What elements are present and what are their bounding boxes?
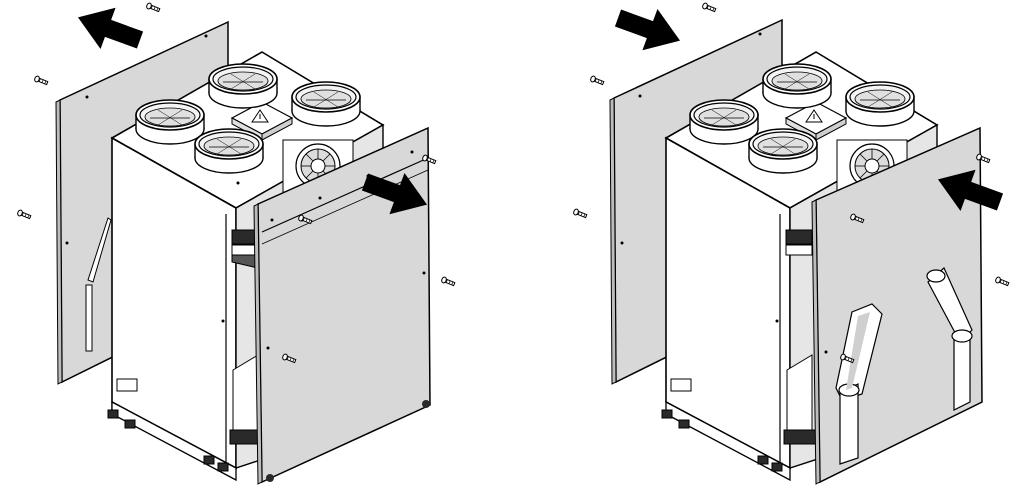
duct-collar-icon xyxy=(748,128,818,174)
screw-icon xyxy=(994,275,1010,288)
duct-collar-icon xyxy=(194,128,264,174)
control-box-icon xyxy=(784,101,848,141)
screw-icon xyxy=(572,207,588,220)
screw-icon xyxy=(701,1,717,14)
foot-icon xyxy=(661,409,783,472)
screw-icon xyxy=(16,208,32,221)
label-icon xyxy=(670,378,692,392)
screw-icon xyxy=(33,74,49,87)
duct-collar-icon xyxy=(135,99,205,145)
duct-collar-icon xyxy=(762,63,832,109)
front-panel xyxy=(811,126,983,485)
screw-icon xyxy=(589,74,605,87)
handle-icon xyxy=(835,303,883,465)
figure-panel-installation xyxy=(572,0,1010,485)
screw-icon xyxy=(145,1,161,14)
duct-collar-icon xyxy=(689,99,759,145)
figure-panel-removal xyxy=(16,0,456,485)
duct-collar-icon xyxy=(291,81,361,127)
duct-collar-icon xyxy=(208,63,278,109)
screw-icon xyxy=(440,275,456,288)
arrow-icon xyxy=(610,0,688,62)
duct-collar-icon xyxy=(845,81,915,127)
arrow-icon xyxy=(70,0,148,61)
foot-icon xyxy=(107,409,229,472)
handle-icon xyxy=(926,267,973,411)
